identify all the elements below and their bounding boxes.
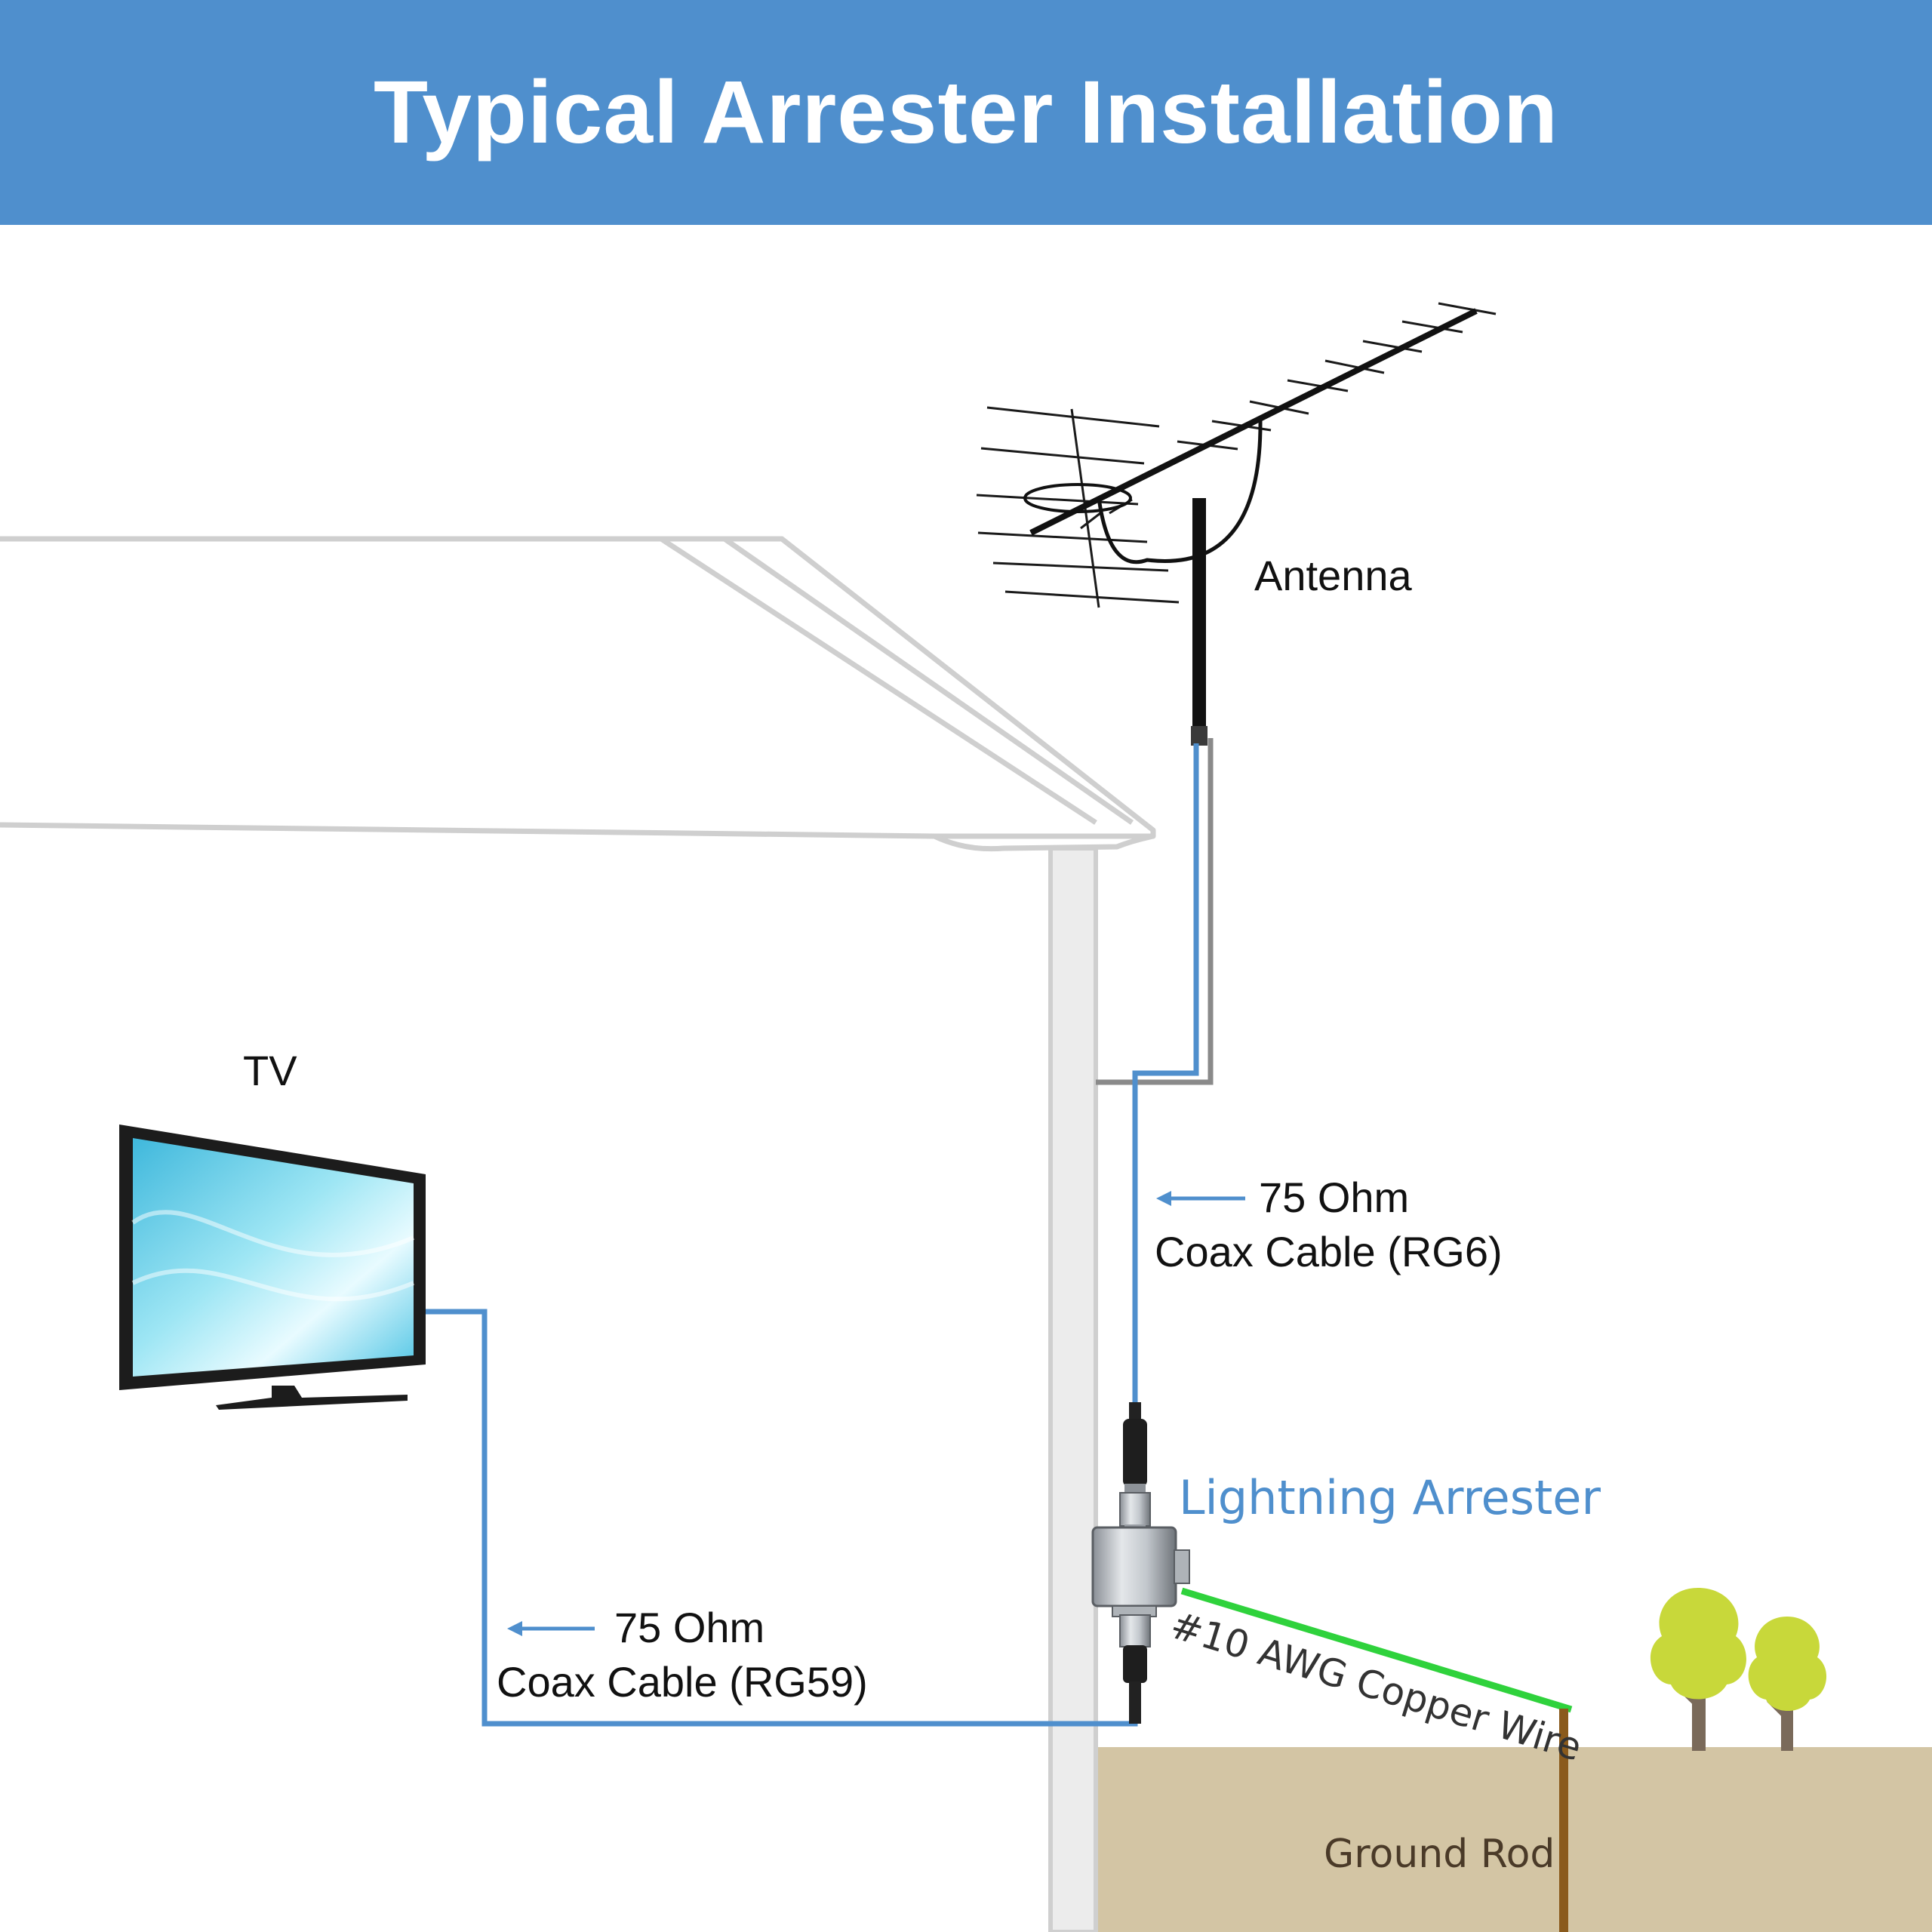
trees [1650, 1588, 1827, 1751]
antenna-label: Antenna [1254, 552, 1412, 599]
rg59-label-line2: Coax Cable (RG59) [497, 1658, 868, 1706]
page-title: Typical Arrester Installation [373, 63, 1559, 162]
copper-ground-wire [1180, 1587, 1573, 1713]
rg6-label-line1: 75 Ohm [1259, 1174, 1409, 1221]
rg59-label-line1: 75 Ohm [614, 1604, 764, 1651]
rg6-arrow [1156, 1191, 1245, 1206]
coax-rg6 [1132, 743, 1199, 1404]
house-wall [1048, 846, 1098, 1932]
antenna [976, 302, 1497, 746]
arrester-label: Lightning Arrester [1179, 1470, 1601, 1525]
rg59-arrow [507, 1621, 595, 1636]
ground-rod-label: Ground Rod [1324, 1832, 1555, 1877]
ground [1096, 1747, 1932, 1932]
house-roof [0, 536, 1156, 852]
lightning-arrester [1091, 1402, 1190, 1724]
rg6-label-line2: Coax Cable (RG6) [1155, 1228, 1503, 1275]
mast-ground-cable [1096, 738, 1214, 1085]
ground-rod [1559, 1709, 1568, 1932]
title-banner: Typical Arrester Installation [0, 0, 1932, 225]
tv [119, 1124, 426, 1410]
tv-label: TV [243, 1047, 297, 1094]
copper-wire-label: #10 AWG Copper Wire [1165, 1603, 1586, 1770]
